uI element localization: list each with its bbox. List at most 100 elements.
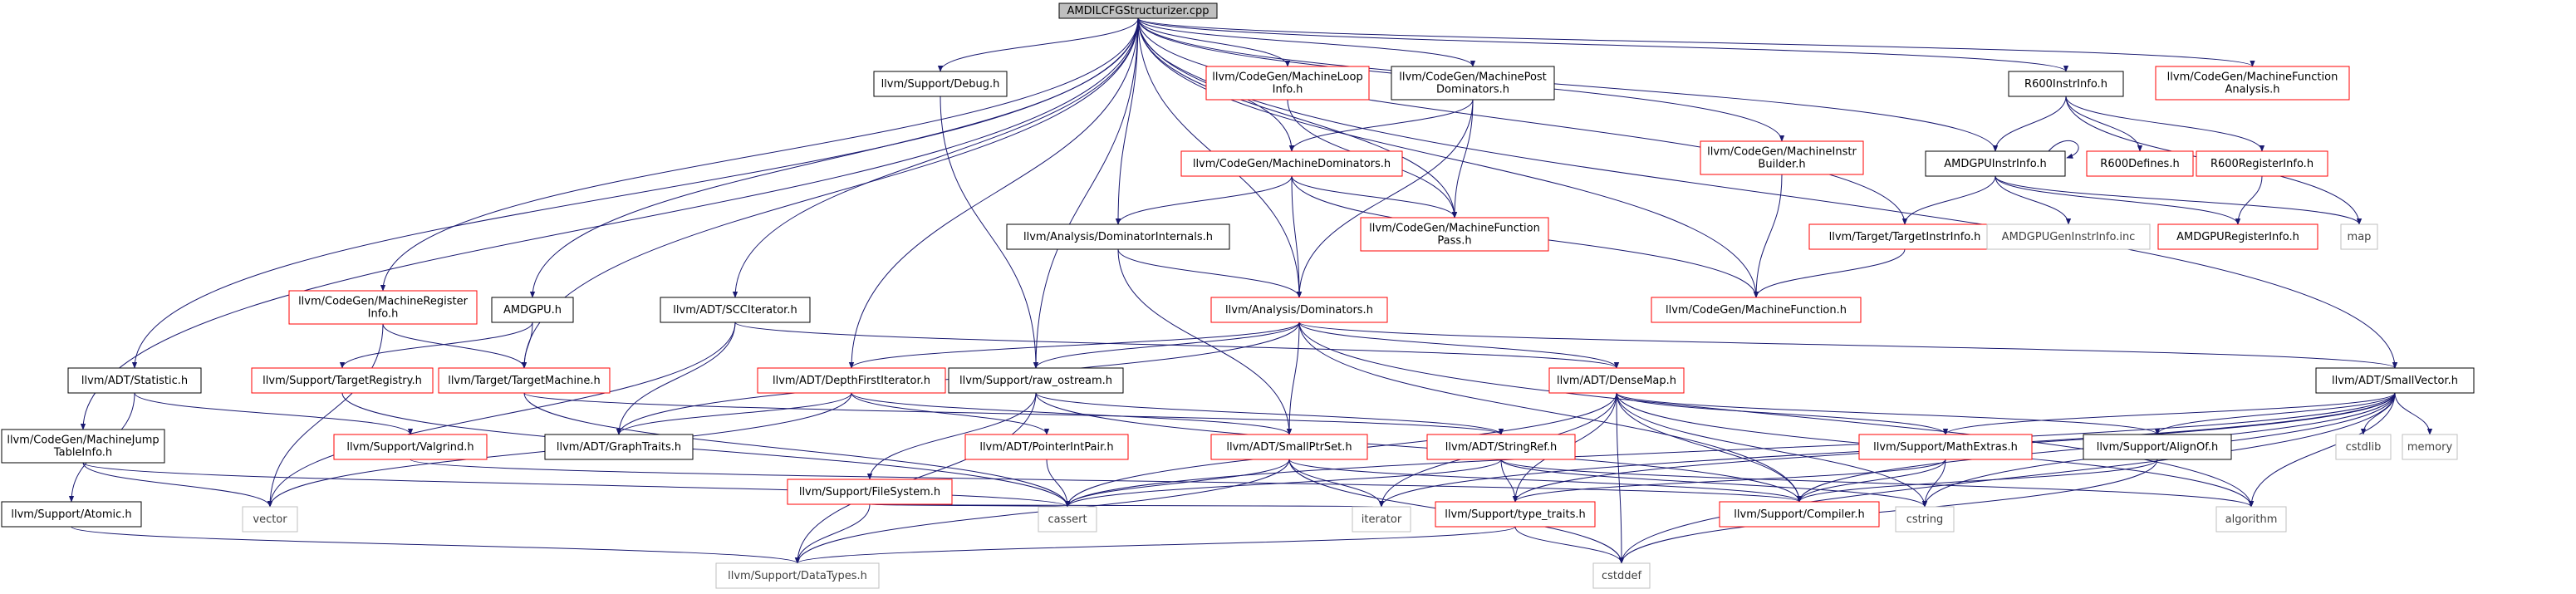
edge-stringref-to-cassert xyxy=(1064,459,1502,508)
node-label-graphtraits: llvm/ADT/GraphTraits.h xyxy=(557,441,681,454)
edge-mreginfo-to-vector xyxy=(267,323,384,508)
node-label-mjumptable: llvm/CodeGen/MachineJump xyxy=(7,434,159,447)
node-r600defines[interactable]: R600Defines.h xyxy=(2086,150,2194,177)
edge-dominators-to-algorithm xyxy=(1298,322,2255,508)
node-mfunction[interactable]: llvm/CodeGen/MachineFunction.h xyxy=(1651,297,1862,323)
node-label-scciter: llvm/ADT/SCCIterator.h xyxy=(673,304,797,317)
node-box-amdgpu xyxy=(491,297,574,323)
node-r600reg[interactable]: R600RegisterInfo.h xyxy=(2196,150,2328,177)
node-label-targetmachine: llvm/Target/TargetMachine.h xyxy=(448,375,601,387)
edge-smallptrset-to-cassert xyxy=(1064,459,1290,508)
node-box-ptrintpair xyxy=(964,434,1129,460)
edge-smallvector-to-algorithm xyxy=(2248,392,2396,508)
node-mathextras[interactable]: llvm/Support/MathExtras.h xyxy=(1858,434,2033,460)
node-box-typetraits xyxy=(1435,501,1596,528)
edge-mjumptable-to-cassert xyxy=(82,462,1070,508)
edge-root-to-mloopinfo xyxy=(1137,17,1291,67)
edge-mibuilder-to-mfunction xyxy=(1753,174,1783,298)
node-label-r600defines: R600Defines.h xyxy=(2100,158,2179,170)
node-label-r600reg: R600RegisterInfo.h xyxy=(2210,158,2313,170)
node-label-mibuilder: llvm/CodeGen/MachineInstr xyxy=(1707,146,1857,159)
node-mdom[interactable]: llvm/CodeGen/MachineDominators.h xyxy=(1180,150,1403,177)
edge-ptrintpair-to-cassert xyxy=(1046,459,1071,508)
node-label-mfanalysis: Analysis.h xyxy=(2225,84,2280,96)
node-box-statistic xyxy=(67,367,202,394)
edge-root-to-rawostream xyxy=(1033,17,1139,369)
node-amdgpureg[interactable]: AMDGPURegisterInfo.h xyxy=(2157,223,2318,250)
node-box-mloopinfo xyxy=(1205,66,1370,101)
node-targetreg[interactable]: llvm/Support/TargetRegistry.h xyxy=(251,367,434,394)
node-targetinstr[interactable]: llvm/Target/TargetInstrInfo.h xyxy=(1808,223,2001,250)
edge-statistic-to-valgrind xyxy=(134,392,414,435)
edge-debug-to-rawostream xyxy=(940,96,1039,369)
edge-dominators-to-compiler xyxy=(1298,322,1803,503)
node-stringref[interactable]: llvm/ADT/StringRef.h xyxy=(1426,434,1576,460)
node-label-amdgpureg: AMDGPURegisterInfo.h xyxy=(2176,231,2299,243)
node-amdgpuinstr[interactable]: AMDGPUInstrInfo.h xyxy=(1925,150,2066,177)
node-box-amdgpureg xyxy=(2157,223,2318,250)
edge-dominators-to-rawostream xyxy=(1033,322,1300,369)
node-label-targetreg: llvm/Support/TargetRegistry.h xyxy=(263,375,422,387)
node-r600instr[interactable]: R600InstrInfo.h xyxy=(2008,71,2124,97)
node-box-valgrind xyxy=(333,434,488,460)
node-smallvector[interactable]: llvm/ADT/SmallVector.h xyxy=(2315,367,2475,394)
edge-amdgpuinstr-to-amdgpureg xyxy=(1995,175,2241,225)
node-statistic[interactable]: llvm/ADT/Statistic.h xyxy=(67,367,202,394)
node-box-algorithm xyxy=(2215,506,2287,533)
node-label-root: AMDILCFGStructurizer.cpp xyxy=(1067,5,1209,17)
node-dfiter[interactable]: llvm/ADT/DepthFirstIterator.h xyxy=(757,367,946,394)
edge-rawostream-to-datatypes xyxy=(794,392,1037,564)
node-typetraits[interactable]: llvm/Support/type_traits.h xyxy=(1435,501,1596,528)
node-amdgpu[interactable]: AMDGPU.h xyxy=(491,297,574,323)
node-cstdlib: cstdlib xyxy=(2335,434,2392,460)
node-alignof[interactable]: llvm/Support/AlignOf.h xyxy=(2083,434,2232,460)
edge-filesystem-to-iterator xyxy=(869,500,1382,508)
node-targetmachine[interactable]: llvm/Target/TargetMachine.h xyxy=(438,367,611,394)
node-debug[interactable]: llvm/Support/Debug.h xyxy=(873,71,1008,97)
node-ptrintpair[interactable]: llvm/ADT/PointerIntPair.h xyxy=(964,434,1129,460)
edge-smallptrset-to-iterator xyxy=(1288,459,1385,508)
edge-smallptrset-to-compiler xyxy=(1288,459,1803,503)
node-cstring: cstring xyxy=(1895,506,1955,533)
node-label-stringref: llvm/ADT/StringRef.h xyxy=(1445,441,1557,454)
node-densemap[interactable]: llvm/ADT/DenseMap.h xyxy=(1548,367,1685,394)
node-cassert: cassert xyxy=(1038,506,1097,533)
node-graphtraits[interactable]: llvm/ADT/GraphTraits.h xyxy=(544,434,694,460)
node-dominternals[interactable]: llvm/Analysis/DominatorInternals.h xyxy=(1006,223,1230,250)
node-box-mjumptable xyxy=(1,429,165,464)
node-box-atomic xyxy=(1,501,142,528)
node-smallptrset[interactable]: llvm/ADT/SmallPtrSet.h xyxy=(1210,434,1368,460)
node-dominators[interactable]: llvm/Analysis/Dominators.h xyxy=(1210,297,1388,323)
edge-scciter-to-vector xyxy=(267,322,736,508)
node-box-map xyxy=(2340,223,2378,250)
node-box-cstddef xyxy=(1592,562,1651,589)
node-box-r600reg xyxy=(2196,150,2328,177)
edge-targetinstr-to-mfunction xyxy=(1753,248,1906,298)
node-box-targetreg xyxy=(251,367,434,394)
node-valgrind[interactable]: llvm/Support/Valgrind.h xyxy=(333,434,488,460)
node-label-amdgpuinstr: AMDGPUInstrInfo.h xyxy=(1944,158,2047,170)
node-box-smallptrset xyxy=(1210,434,1368,460)
node-scciter[interactable]: llvm/ADT/SCCIterator.h xyxy=(660,297,811,323)
node-filesystem[interactable]: llvm/Support/FileSystem.h xyxy=(787,479,953,505)
edge-r600reg-to-amdgpureg xyxy=(2235,175,2263,225)
node-compiler[interactable]: llvm/Support/Compiler.h xyxy=(1719,501,1880,528)
edge-atomic-to-datatypes xyxy=(71,526,800,564)
edge-dominators-to-densemap xyxy=(1298,322,1620,369)
node-box-filesystem xyxy=(787,479,953,505)
edge-alignof-to-cstddef xyxy=(1618,459,2158,564)
node-root[interactable]: AMDILCFGStructurizer.cpp xyxy=(1058,2,1218,19)
edge-root-to-targetinstr xyxy=(1137,17,1908,225)
edge-root-to-mfanalysis xyxy=(1137,17,2255,67)
node-rawostream[interactable]: llvm/Support/raw_ostream.h xyxy=(948,367,1124,394)
edge-root-to-amdgpuinstr xyxy=(1137,17,1999,152)
node-atomic[interactable]: llvm/Support/Atomic.h xyxy=(1,501,142,528)
node-box-smallvector xyxy=(2315,367,2475,394)
